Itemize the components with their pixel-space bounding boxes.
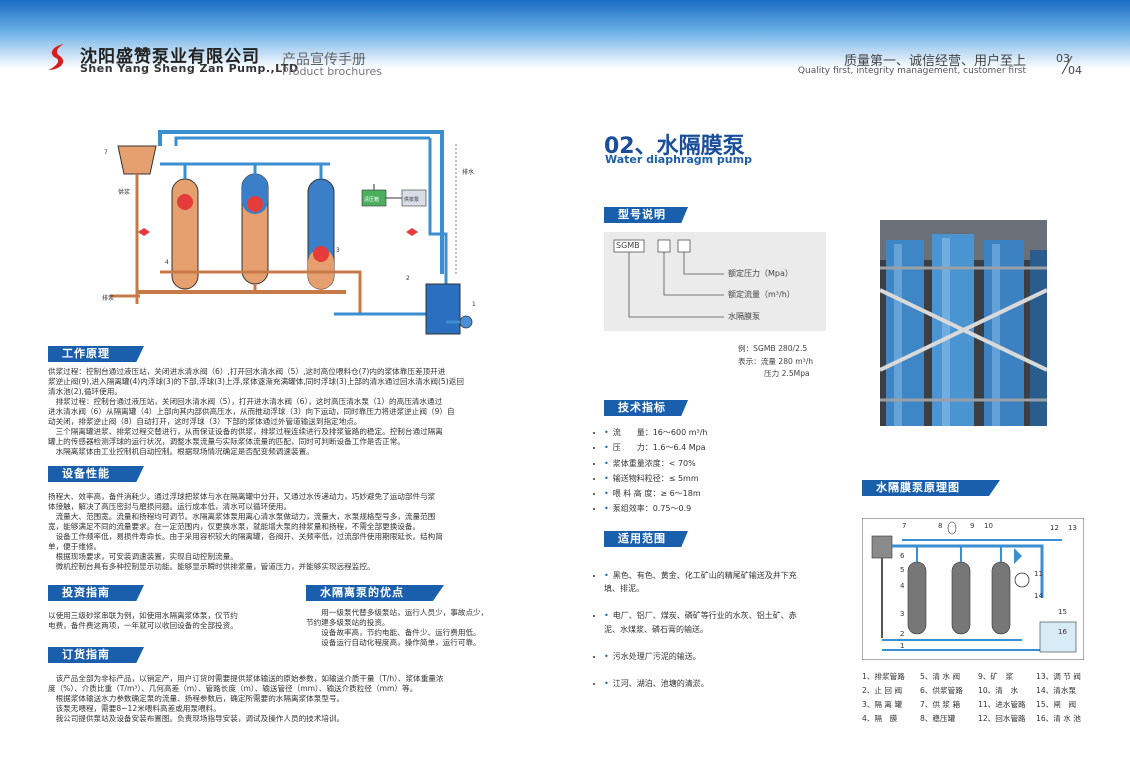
principle-number: 16 (1058, 628, 1067, 636)
brochure-title-en: Product brochures (282, 65, 383, 78)
advantages-title: 水隔离泵的优点 (306, 585, 444, 601)
model-example-2: 表示：流量 280 m³/h (738, 357, 814, 366)
company-name-en: Shen Yang Sheng Zan Pump.,LTD (80, 62, 299, 75)
applications-list: •黑色、有色、黄金、化工矿山的精尾矿输送及井下充 填、排泥。 •电厂、铝厂、煤炭… (604, 555, 824, 704)
page-divider (1061, 55, 1073, 75)
list-item: •电厂、铝厂、煤炭、磷矿等行业的水灰、铝土矿、赤 泥、水煤浆、磷石膏的输送。 (604, 609, 824, 636)
principle-number: 13 (1068, 524, 1077, 532)
principle-number: 11 (1034, 570, 1043, 578)
diagram-number: 7 (104, 149, 108, 156)
specs-title: 技术指标 (604, 400, 688, 416)
tank-3 (307, 178, 335, 290)
list-item: •输送物料粒径：≤ 5mm (604, 471, 707, 486)
order-title: 订货指南 (48, 647, 144, 663)
diagram-number: 3 (336, 247, 340, 254)
diagram-number: 1 (472, 301, 476, 308)
list-item: •黑色、有色、黄金、化工矿山的精尾矿输送及井下充 填、排泥。 (604, 569, 824, 596)
principle-number: 15 (1058, 608, 1067, 616)
performance-text: 扬程大、效率高，备件消耗少。通过浮球把浆体与水在隔离罐中分开，又通过水传递动力，… (48, 492, 443, 571)
principle-number: 14 (1034, 592, 1043, 600)
principle-number: 7 (902, 522, 906, 530)
tank-2 (241, 173, 269, 285)
applications-title: 适用范围 (604, 531, 688, 547)
principle-number: 4 (900, 582, 905, 590)
model-label-flow: 额定流量（m³/h） (728, 290, 795, 299)
diagram-number: 2 (406, 275, 410, 282)
list-item: •污水处理厂污泥的输送。 (604, 650, 824, 664)
model-code-diagram (613, 239, 724, 318)
diagram-label: 清压箱 (364, 196, 379, 203)
diagram-number: 4 (165, 259, 169, 266)
model-example-3: 压力 2.5Mpa (764, 369, 810, 378)
model-title: 型号说明 (604, 207, 688, 223)
company-logo-icon (48, 44, 64, 70)
principle-number: 5 (900, 566, 904, 574)
principle-number: 10 (984, 522, 993, 530)
principle-text: 供浆过程：控制台通过液压站，关闭进水清水阀（6）,打开回水清水阀（5）,这时高位… (48, 367, 464, 456)
list-item: •流 量：16～600 m³/h (604, 425, 707, 440)
model-example-1: 例：SGMB 280/2.5 (738, 344, 808, 353)
page-total: 04 (1068, 64, 1082, 77)
list-item: •泵组效率：0.75～0.9 (604, 501, 707, 516)
diagram-label: 供浆 (118, 188, 130, 196)
model-code: SGMB (616, 241, 640, 250)
model-label-name: 水隔膜泵 (728, 312, 760, 321)
list-item: •压 力：1.6～6.4 Mpa (604, 440, 707, 455)
list-item: •江河、湖泊、池塘的清淤。 (604, 677, 824, 691)
investment-title: 投资指南 (48, 585, 144, 601)
list-item: •浆体重量浓度：< 70% (604, 456, 707, 471)
diagram-label: 排浆 (102, 294, 114, 302)
list-item: •喂 料 高 度：≥ 6～18m (604, 486, 707, 501)
process-diagram: 7 供浆 排浆 排水 清压箱 供浆泵 4 3 2 1 (100, 124, 498, 336)
performance-title: 设备性能 (48, 466, 144, 482)
principle-number: 1 (900, 642, 904, 650)
model-label-pressure: 额定压力（Mpa） (728, 269, 793, 278)
diagram-label: 排水 (462, 168, 474, 176)
slogan: 质量第一、诚信经营、用户至上 (843, 54, 1026, 69)
principle-number: 3 (900, 610, 904, 618)
slogan-en: Quality first, integrity management, cus… (797, 66, 1026, 76)
principle-number: 9 (970, 522, 974, 530)
company-name: 沈阳盛赞泵业有限公司 (80, 47, 260, 67)
specs-list: •流 量：16～600 m³/h •压 力：1.6～6.4 Mpa •浆体重量浓… (604, 425, 707, 517)
principle-diagram-title: 水隔膜泵原理图 (862, 480, 1000, 496)
diagram-label: 供浆泵 (404, 196, 419, 203)
principle-title: 工作原理 (48, 346, 144, 362)
model-diagram-box: SGMB 额定压力（Mpa） 额定流量（m³/h） 水隔膜泵 (604, 232, 826, 331)
principle-number: 12 (1050, 524, 1059, 532)
brochure-title: 产品宣传手册 (282, 52, 366, 68)
product-title: 02、水隔膜泵 (604, 134, 745, 159)
header-band (0, 0, 1130, 88)
product-title-en: Water diaphragm pump (605, 153, 752, 166)
investment-text: 以使用三级砂浆串联为例，如使用水隔离浆体泵，仅节约 电费，备件费这两项，一年就可… (48, 611, 238, 630)
advantages-text: 用一级泵代替多级泵站，运行人员少，事故点少， 节约建多级泵站的投资。 设备故率高… (306, 608, 489, 647)
principle-number: 6 (900, 552, 905, 560)
principle-diagram: 7 8 9 10 12 13 6 5 4 3 2 1 11 14 15 16 (862, 518, 1084, 660)
order-text: 该产品全部为非标产品，以销定产，用户订货时需要提供浆体输送的原始参数，如输送介质… (48, 674, 444, 723)
principle-number: 8 (938, 522, 942, 530)
page-current: 03 (1056, 52, 1070, 65)
pump-photo (880, 220, 1047, 426)
principle-number: 2 (900, 630, 904, 638)
